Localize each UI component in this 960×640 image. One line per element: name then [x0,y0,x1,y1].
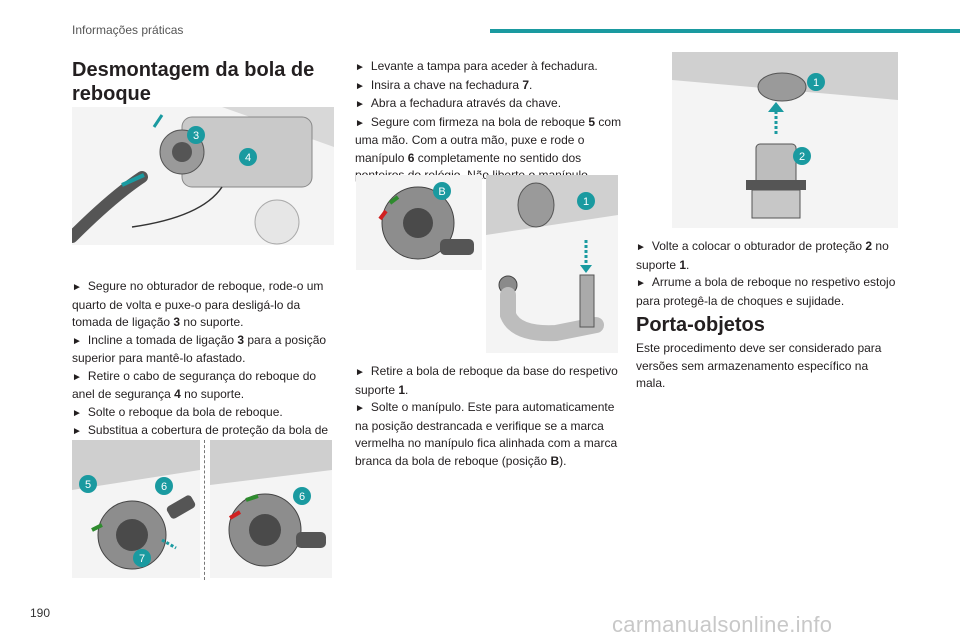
section-title-towball-removal: Desmontagem da bola de reboque [72,59,315,105]
storage-text: Este procedimento deve ser considerado p… [636,340,898,393]
section-title-storage: Porta-objetos [636,314,765,336]
page-number: 190 [30,606,51,620]
svg-text:3: 3 [193,130,199,142]
figure-towball-withdraw: 1 [486,175,618,353]
svg-text:5: 5 [85,479,91,491]
step: ►Solte o reboque da bola de reboque. [72,404,283,419]
step: ►Arrume a bola de reboque no respetivo e… [636,275,896,308]
figure-protective-cap: 1 2 [672,52,898,228]
step: ►Volte a colocar o obturador de proteção… [636,239,889,272]
svg-text:1: 1 [583,196,589,208]
step: ►Retire a bola de reboque da base do res… [355,364,618,397]
callout-badge: 5 [79,475,97,493]
svg-text:6: 6 [161,481,167,493]
figure-handle-lock: 5 6 7 [72,440,200,578]
step: ►Insira a chave na fechadura 7. [355,77,533,92]
callout-badge: 4 [239,148,257,166]
step: ►Levante a tampa para aceder à fechadura… [355,59,598,73]
steps-d: ►Volte a colocar o obturador de proteção… [636,238,898,310]
svg-text:7: 7 [139,553,145,565]
callout-badge: 6 [155,477,173,495]
paragraph: Este procedimento deve ser considerado p… [636,341,882,390]
step: ►Segure no obturador de reboque, rode-o … [72,279,324,329]
callout-badge: B [433,182,451,200]
figure-handle-position-b: B [356,175,482,270]
callout-badge: 1 [807,73,825,91]
step: ►Solte o manípulo. Este para automaticam… [355,400,618,468]
step: ►Abra a fechadura através da chave. [355,96,562,110]
svg-text:4: 4 [245,152,251,164]
figure-towball-socket: 3 4 [72,107,334,245]
step: ►Segure com firmeza na bola de reboque 5… [355,114,622,183]
figure-handle-turn: 6 [210,440,332,578]
watermark: carmanualsonline.info [612,612,833,637]
svg-text:6: 6 [299,491,305,503]
callout-badge: 7 [133,549,151,567]
callout-badge: 3 [187,126,205,144]
steps-a: ►Segure no obturador de reboque, rode-o … [72,278,337,458]
callout-badge: 2 [793,147,811,165]
svg-text:2: 2 [799,151,805,163]
callout-badge: 6 [293,487,311,505]
running-header: Informações práticas [72,23,184,37]
header-accent-bar [490,29,960,33]
step: ►Retire o cabo de segurança do reboque d… [72,368,317,402]
svg-text:1: 1 [813,77,819,89]
steps-c: ►Retire a bola de reboque da base do res… [355,363,623,470]
callout-badge: 1 [577,192,595,210]
step: ►Incline a tomada de ligação 3 para a po… [72,332,327,366]
figure-divider [204,440,205,580]
steps-b: ►Levante a tampa para aceder à fechadura… [355,58,623,185]
svg-text:B: B [438,186,445,198]
